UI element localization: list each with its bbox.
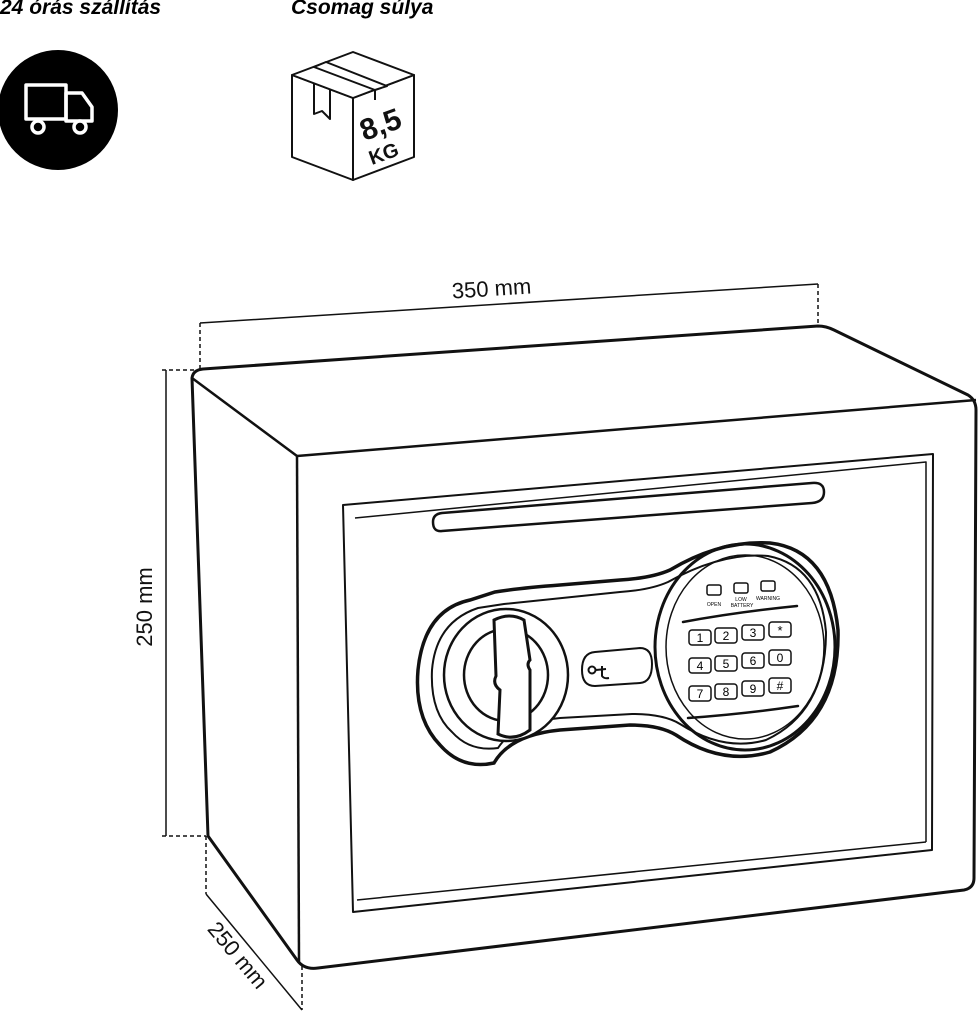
width-dimension-label: 350 mm bbox=[451, 274, 532, 304]
keypad-key-4[interactable]: 4 bbox=[688, 657, 712, 674]
indicator-low-label: LOW bbox=[735, 597, 747, 603]
indicator-warning-label: WARNING bbox=[756, 596, 780, 602]
keypad-key-6[interactable]: 6 bbox=[741, 652, 765, 669]
package-box-icon bbox=[291, 51, 415, 181]
keypad-key-7[interactable]: 7 bbox=[688, 685, 712, 702]
depth-dimension-label: 250 mm bbox=[203, 917, 273, 994]
dimension-lines bbox=[162, 283, 819, 1011]
svg-text:1: 1 bbox=[697, 631, 704, 645]
keypad-key-star[interactable]: * bbox=[768, 621, 792, 638]
indicator-open-label: OPEN bbox=[707, 602, 722, 608]
keypad-key-9[interactable]: 9 bbox=[741, 680, 765, 697]
svg-text:#: # bbox=[777, 679, 784, 693]
keypad-ring bbox=[653, 542, 837, 752]
keypad-key-0[interactable]: 0 bbox=[768, 649, 792, 666]
svg-text:6: 6 bbox=[750, 654, 757, 668]
keypad-key-hash[interactable]: # bbox=[768, 677, 792, 694]
handle-knob[interactable] bbox=[442, 607, 570, 743]
delivery-truck-icon bbox=[0, 50, 118, 170]
keypad-brackets bbox=[681, 604, 800, 720]
svg-text:2: 2 bbox=[723, 629, 730, 643]
svg-text:5: 5 bbox=[723, 657, 730, 671]
indicator-battery-label: BATTERY bbox=[731, 603, 754, 609]
delivery-label: 24 órás szállítás bbox=[0, 0, 162, 19]
keypad-key-2[interactable]: 2 bbox=[714, 627, 738, 644]
svg-text:*: * bbox=[777, 623, 782, 638]
svg-text:7: 7 bbox=[697, 687, 704, 701]
svg-text:4: 4 bbox=[697, 659, 704, 673]
keypad: 1 2 3 * 4 5 6 0 7 8 9 # bbox=[688, 621, 792, 702]
keypad-key-5[interactable]: 5 bbox=[714, 655, 738, 672]
keypad-key-1[interactable]: 1 bbox=[688, 629, 712, 646]
svg-text:0: 0 bbox=[777, 651, 784, 665]
keypad-key-3[interactable]: 3 bbox=[741, 624, 765, 641]
svg-text:9: 9 bbox=[750, 682, 757, 696]
height-dimension-label: 250 mm bbox=[132, 567, 157, 646]
package-weight-label: Csomag súlya bbox=[291, 0, 434, 19]
key-slot-icon[interactable] bbox=[580, 646, 654, 688]
svg-text:3: 3 bbox=[750, 626, 757, 640]
keypad-key-8[interactable]: 8 bbox=[714, 683, 738, 700]
indicator-lights bbox=[706, 580, 776, 596]
svg-text:8: 8 bbox=[723, 685, 730, 699]
